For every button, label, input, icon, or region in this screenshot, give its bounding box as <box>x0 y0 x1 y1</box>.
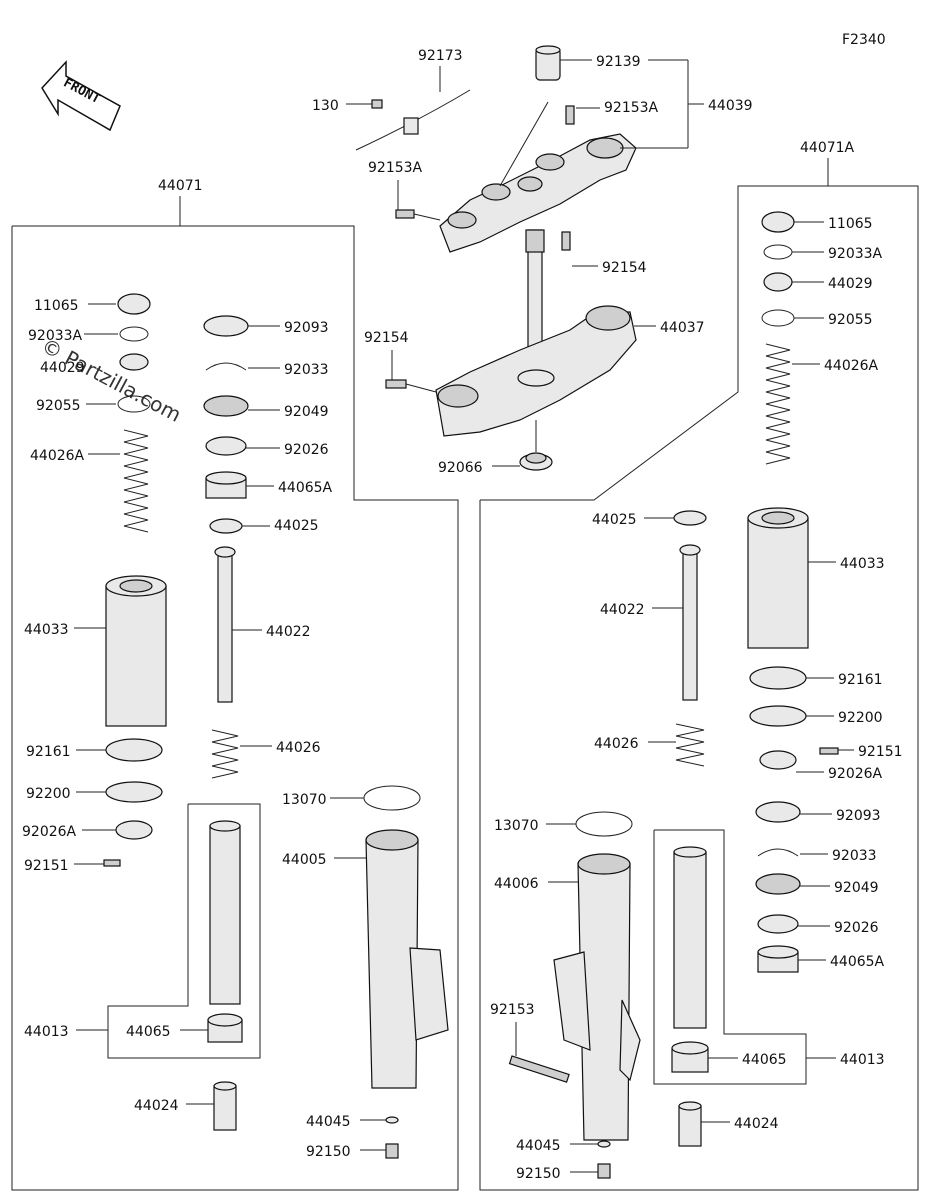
label-L-11065: 11065 <box>34 298 79 314</box>
label-R-92033A: 92033A <box>828 246 883 262</box>
label-L-44026: 44026 <box>276 740 321 756</box>
label-L-92150: 92150 <box>306 1144 351 1160</box>
label-R-92150: 92150 <box>516 1166 561 1182</box>
label-R-92153: 92153 <box>490 1002 535 1018</box>
label-92154-top: 92154 <box>602 260 647 276</box>
label-L-13070: 13070 <box>282 792 327 808</box>
label-44071A: 44071A <box>800 140 855 156</box>
label-R-13070: 13070 <box>494 818 539 834</box>
cylinder-icon <box>105 585 167 727</box>
left-fork-group: 11065 92033A 44029 92055 44026A 44033 92… <box>22 293 449 1160</box>
label-L-92049: 92049 <box>284 404 329 420</box>
label-R-92055: 92055 <box>828 312 873 328</box>
front-arrow-icon: FRONT <box>41 60 121 132</box>
label-L-92055: 92055 <box>36 398 81 414</box>
label-44071: 44071 <box>158 178 203 194</box>
label-L-44026A: 44026A <box>30 448 85 464</box>
label-L-92026A: 92026A <box>22 824 77 840</box>
label-R-44026: 44026 <box>594 736 639 752</box>
right-fork-outline <box>479 185 919 1191</box>
label-L-92033A: 92033A <box>28 328 83 344</box>
label-R-92033: 92033 <box>832 848 877 864</box>
label-R-44033: 44033 <box>840 556 885 572</box>
label-L-44025: 44025 <box>274 518 319 534</box>
label-R-44006: 44006 <box>494 876 539 892</box>
label-L-92161: 92161 <box>26 744 71 760</box>
label-R-92151: 92151 <box>858 744 903 760</box>
label-L-44029: 44029 <box>40 360 85 376</box>
label-44039: 44039 <box>708 98 753 114</box>
label-L-92033: 92033 <box>284 362 329 378</box>
right-fork-group: 11065 92033A 44029 92055 44026A 44033 92… <box>490 211 903 1182</box>
label-R-44022: 44022 <box>600 602 645 618</box>
label-L-44024: 44024 <box>134 1098 179 1114</box>
label-R-44065A: 44065A <box>830 954 885 970</box>
label-R-92200: 92200 <box>838 710 883 726</box>
label-R-92026A: 92026A <box>828 766 883 782</box>
label-L-92026: 92026 <box>284 442 329 458</box>
label-R-92049: 92049 <box>834 880 879 896</box>
label-L-92151: 92151 <box>24 858 69 874</box>
label-92154-left: 92154 <box>364 330 409 346</box>
label-L-92200: 92200 <box>26 786 71 802</box>
left-fork-outline <box>11 225 459 1191</box>
label-R-44013: 44013 <box>840 1052 885 1068</box>
label-R-44026A: 44026A <box>824 358 879 374</box>
clamp-icon <box>403 117 419 135</box>
steering-stem-group: 92173 130 92139 44039 92153A 92153A <box>312 45 753 476</box>
label-130: 130 <box>312 98 339 114</box>
label-L-44045: 44045 <box>306 1114 351 1130</box>
spring-icon <box>123 429 149 533</box>
label-L-44022: 44022 <box>266 624 311 640</box>
label-R-92026: 92026 <box>834 920 879 936</box>
label-L-44013: 44013 <box>24 1024 69 1040</box>
label-R-44025: 44025 <box>592 512 637 528</box>
label-L-44005: 44005 <box>282 852 327 868</box>
label-R-11065: 11065 <box>828 216 873 232</box>
label-92153A-top: 92153A <box>604 100 659 116</box>
label-L-44065A: 44065A <box>278 480 333 496</box>
label-L-44065: 44065 <box>126 1024 171 1040</box>
label-92153A-left: 92153A <box>368 160 423 176</box>
label-92173: 92173 <box>418 48 463 64</box>
label-L-44033: 44033 <box>24 622 69 638</box>
label-R-44024: 44024 <box>734 1116 779 1132</box>
label-92066: 92066 <box>438 460 483 476</box>
label-R-44045: 44045 <box>516 1138 561 1154</box>
label-L-92093: 92093 <box>284 320 329 336</box>
label-R-92161: 92161 <box>838 672 883 688</box>
label-R-44029: 44029 <box>828 276 873 292</box>
label-44037: 44037 <box>660 320 705 336</box>
label-R-92093: 92093 <box>836 808 881 824</box>
label-R-44065: 44065 <box>742 1052 787 1068</box>
label-92139: 92139 <box>596 54 641 70</box>
diagram-id: F2340 <box>842 32 886 48</box>
